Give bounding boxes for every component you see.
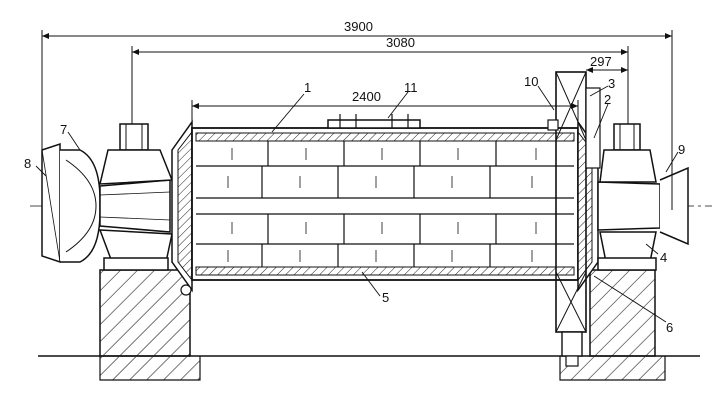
callout-3: 3: [608, 76, 615, 91]
leader-lines: [35, 85, 679, 323]
dimension-lines: [41, 30, 673, 210]
main-bearing-left: [98, 123, 174, 271]
ring-gear-assembly: [547, 71, 601, 367]
liner-plates: [196, 141, 574, 267]
callout-11: 11: [404, 80, 418, 95]
callout-7: 7: [60, 122, 67, 137]
main-bearing-right: [597, 123, 657, 271]
dimension-gear-offset: 297: [590, 54, 612, 69]
liner-bolts: [227, 148, 537, 262]
callout-9: 9: [678, 142, 685, 157]
dimension-overall: 3900: [344, 19, 373, 34]
feed-end-head: [171, 119, 193, 296]
callout-1: 1: [304, 80, 311, 95]
trunnion-left: [99, 179, 171, 233]
callout-8: 8: [24, 156, 31, 171]
callout-4: 4: [660, 250, 667, 265]
dimension-bearing-span: 3080: [386, 35, 415, 50]
trunnion-right: [597, 166, 689, 246]
foundation-right: [559, 269, 666, 381]
callout-5: 5: [382, 290, 389, 305]
callout-2: 2: [604, 92, 611, 107]
callout-6: 6: [666, 320, 673, 335]
manhole-cover: [327, 114, 421, 129]
cylinder-shell: [191, 127, 579, 281]
callout-10: 10: [524, 74, 538, 89]
dimension-drum-length: 2400: [352, 89, 381, 104]
foundation-left: [99, 269, 201, 381]
feed-inlet: [41, 142, 101, 264]
